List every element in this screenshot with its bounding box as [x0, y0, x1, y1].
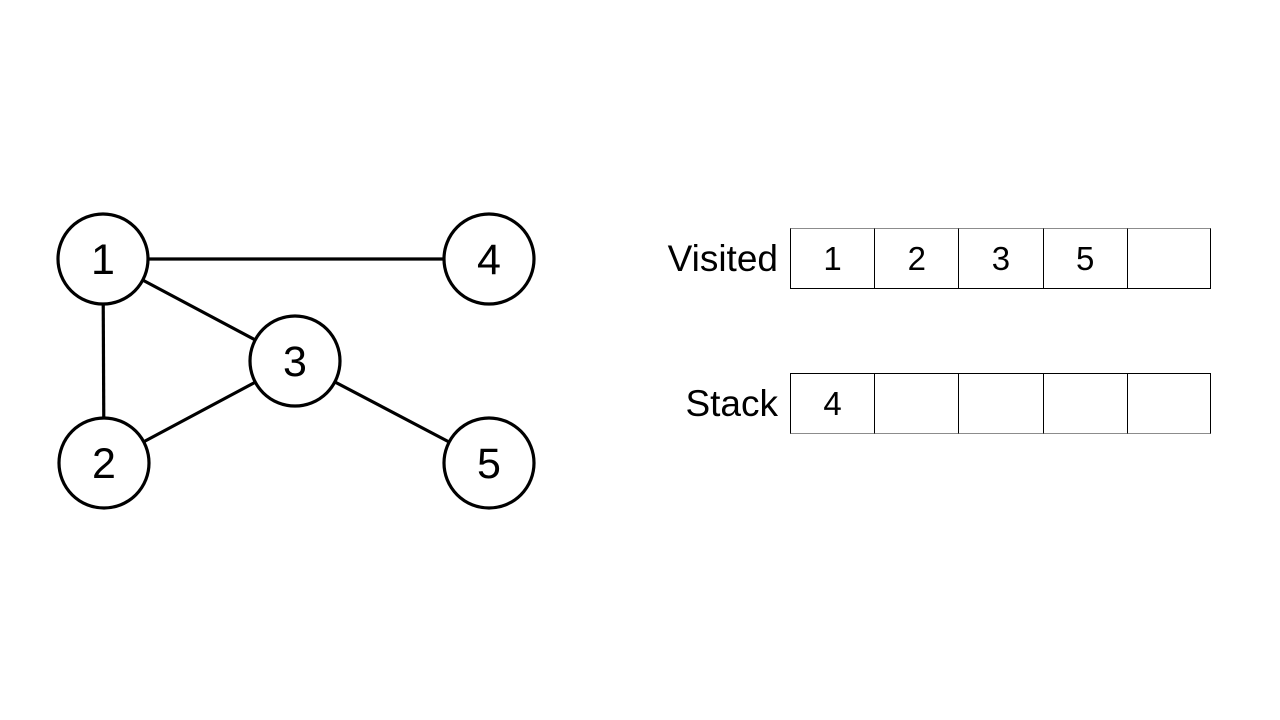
- visited-cell-3[interactable]: 5: [1042, 228, 1127, 289]
- visited-cell-1[interactable]: 2: [874, 228, 959, 289]
- graph-node-1[interactable]: 1: [56, 212, 150, 306]
- visited-cell-4[interactable]: [1126, 228, 1211, 289]
- graph-edge-2-3: [142, 380, 257, 444]
- graph-node-3[interactable]: 3: [248, 314, 342, 408]
- graph-node-5[interactable]: 5: [442, 416, 536, 510]
- graph-node-circle-4[interactable]: [442, 212, 536, 306]
- stack-row: Stack 4: [620, 373, 1211, 434]
- graph-edges: [101, 257, 451, 444]
- visited-cell-0[interactable]: 1: [790, 228, 875, 289]
- graph-node-2[interactable]: 2: [57, 416, 151, 510]
- graph-canvas: 1 2 3 4 5: [56, 212, 536, 510]
- graph-edge-1-2: [101, 302, 106, 420]
- stack-cell-3[interactable]: [1042, 373, 1127, 434]
- graph-node-4[interactable]: 4: [442, 212, 536, 306]
- graph-node-label-2: 2: [92, 440, 116, 488]
- graph-panel: 1 2 3 4 5: [0, 0, 620, 720]
- stack-cell-2[interactable]: [958, 373, 1043, 434]
- stack-cell-4[interactable]: [1126, 373, 1211, 434]
- graph-node-label-5: 5: [477, 440, 501, 488]
- stack-label: Stack: [685, 383, 778, 424]
- graph-node-label-4: 4: [477, 236, 501, 284]
- graph-nodes: 1 2 3 4 5: [56, 212, 536, 510]
- visited-label: Visited: [667, 238, 778, 279]
- graph-node-label-1: 1: [91, 236, 115, 284]
- graph-node-label-3: 3: [283, 338, 307, 386]
- visited-cell-2[interactable]: 3: [958, 228, 1043, 289]
- stack-cells: 4: [790, 373, 1211, 434]
- stack-cell-0[interactable]: 4: [790, 373, 875, 434]
- graph-node-circle-5[interactable]: [442, 416, 536, 510]
- stack-cell-1[interactable]: [874, 373, 959, 434]
- graph-edge-1-3: [141, 278, 257, 342]
- graph-node-circle-1[interactable]: [56, 212, 150, 306]
- graph-node-circle-3[interactable]: [248, 314, 342, 408]
- graph-node-circle-2[interactable]: [57, 416, 151, 510]
- graph-edge-3-5: [333, 380, 451, 444]
